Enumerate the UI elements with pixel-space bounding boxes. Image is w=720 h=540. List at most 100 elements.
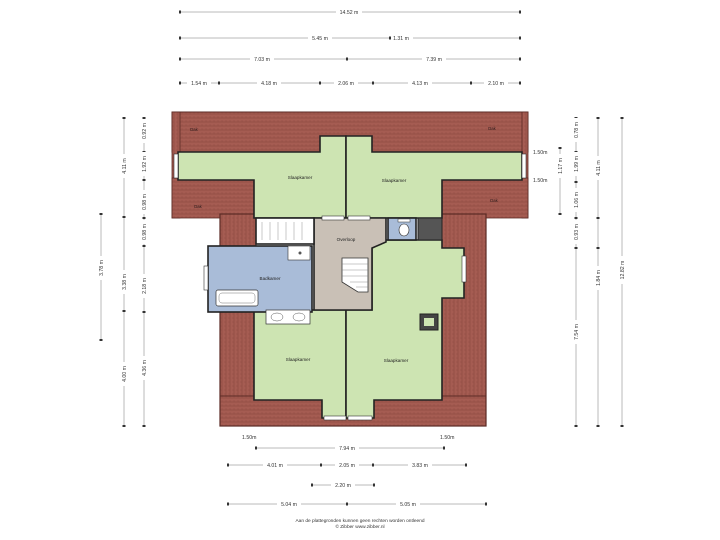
dim-label: 5.04 m bbox=[281, 502, 297, 508]
roof-left-lower bbox=[171, 177, 255, 219]
dim-label: 2.06 m bbox=[338, 81, 354, 87]
dim-label: 7.39 m bbox=[426, 57, 442, 63]
dim-label: 1.50m bbox=[242, 435, 256, 441]
rooms bbox=[177, 135, 523, 419]
toilet-bowl bbox=[398, 223, 410, 237]
dim-tick bbox=[122, 117, 126, 119]
dim-label: 1.84 m bbox=[596, 270, 602, 286]
window bbox=[461, 255, 467, 283]
roof-right-lower bbox=[441, 177, 529, 219]
dim-label: 3.78 m bbox=[99, 260, 105, 276]
dim-tick bbox=[574, 247, 578, 249]
dim-tick bbox=[179, 81, 181, 85]
dimensions-left: 3.78 m 4.11 m 4.00 m 0.92 m 1.92 m 0.98 … bbox=[98, 117, 148, 427]
room-label-bedroom-nw: Slaapkamer bbox=[288, 175, 313, 180]
dim-tick bbox=[519, 10, 521, 14]
room-label-bedroom-ne: Slaapkamer bbox=[382, 178, 407, 183]
dim-tick bbox=[389, 36, 391, 40]
dim-tick bbox=[346, 502, 348, 506]
disclaimer-line-1: Aan de plattegronden kunnen geen rechten… bbox=[295, 519, 425, 524]
dim-tick bbox=[519, 36, 521, 40]
stairwell-upper bbox=[255, 217, 315, 245]
dim-label: 2.10 m bbox=[488, 81, 504, 87]
dim-tick bbox=[122, 310, 126, 312]
dim-tick bbox=[519, 81, 521, 85]
dim-label: 4.36 m bbox=[142, 360, 148, 376]
disclaimer: Aan de plattegronden kunnen geen rechten… bbox=[0, 519, 720, 531]
dim-label: 1.99 m bbox=[574, 156, 580, 172]
dim-tick bbox=[443, 446, 445, 450]
dim-tick bbox=[142, 117, 146, 119]
window bbox=[203, 265, 209, 291]
room-labels: Slaapkamer Slaapkamer Slaapkamer Slaapka… bbox=[190, 126, 498, 363]
dim-tick bbox=[574, 181, 578, 183]
dim-label: 4.18 m bbox=[261, 81, 277, 87]
dim-tick bbox=[574, 217, 578, 219]
dim-label: 4.01 m bbox=[267, 463, 283, 469]
dimensions-bottom: 1.50m 1.50m 7.94 m 4.01 m 2.05 m 3.83 m … bbox=[227, 435, 487, 508]
dim-tick bbox=[558, 213, 562, 215]
toilet-tank bbox=[397, 218, 411, 223]
dim-label: 14.52 m bbox=[340, 10, 359, 16]
dim-label: 2.20 m bbox=[335, 483, 351, 489]
dim-label: 4.11 m bbox=[122, 158, 128, 173]
dim-tick bbox=[142, 179, 146, 181]
dim-label: 1.31 m bbox=[393, 36, 409, 42]
window bbox=[347, 415, 373, 421]
dim-tick bbox=[558, 147, 562, 149]
bathtub bbox=[215, 289, 259, 307]
roof-label-w: Dak bbox=[194, 204, 202, 209]
dim-tick bbox=[311, 483, 313, 487]
dim-label: 7.94 m bbox=[339, 446, 355, 452]
dim-tick bbox=[346, 57, 348, 61]
dim-tick bbox=[99, 339, 103, 341]
dim-tick bbox=[142, 217, 146, 219]
dim-tick bbox=[596, 247, 600, 249]
dim-label: 0.98 m bbox=[142, 194, 148, 210]
dim-tick bbox=[179, 57, 181, 61]
dim-tick bbox=[519, 57, 521, 61]
dim-label: 0.92 m bbox=[142, 123, 148, 139]
dim-tick bbox=[122, 216, 126, 218]
dim-tick bbox=[142, 425, 146, 427]
window bbox=[323, 415, 347, 421]
dim-label: 2.05 m bbox=[339, 463, 355, 469]
dim-tick bbox=[596, 425, 600, 427]
fixtures bbox=[215, 218, 411, 325]
dim-tick bbox=[372, 81, 374, 85]
dim-label: 7.54 m bbox=[574, 324, 580, 340]
dim-label: 0.93 m bbox=[574, 224, 580, 240]
dim-tick bbox=[465, 463, 467, 467]
dim-tick bbox=[227, 502, 229, 506]
dim-tick bbox=[179, 36, 181, 40]
dim-label: 0.98 m bbox=[142, 224, 148, 240]
room-label-bathroom: Badkamer bbox=[260, 276, 281, 281]
roof-label-ne: Dak bbox=[488, 126, 496, 131]
dim-tick bbox=[372, 463, 374, 467]
dim-tick bbox=[596, 117, 600, 119]
dim-tick bbox=[227, 463, 229, 467]
dim-label: 4.11 m bbox=[596, 160, 602, 175]
dim-label: 4.13 m bbox=[412, 81, 428, 87]
dim-tick bbox=[574, 425, 578, 427]
dim-tick bbox=[179, 10, 181, 14]
chimney-inner bbox=[424, 318, 434, 326]
roof-east-wing bbox=[439, 213, 487, 427]
dim-tick bbox=[142, 311, 146, 313]
window bbox=[521, 153, 527, 179]
dim-tick bbox=[319, 81, 321, 85]
room-label-bedroom-se: Slaapkamer bbox=[384, 358, 409, 363]
windows bbox=[173, 153, 527, 421]
sink-right bbox=[292, 312, 306, 322]
bathtub-inner bbox=[218, 292, 256, 304]
dim-label: 0.78 m bbox=[574, 122, 580, 138]
window bbox=[321, 215, 345, 221]
dim-tick bbox=[485, 502, 487, 506]
room-label-landing: Overloop bbox=[337, 237, 356, 242]
roof-label-e: Dak bbox=[490, 198, 498, 203]
dim-tick bbox=[99, 213, 103, 215]
dim-label: 1.54 m bbox=[191, 81, 207, 87]
window bbox=[347, 215, 371, 221]
dimensions-right: 1.50m 1.50m 1.17 m 0.78 m 1.99 m 1.06 m … bbox=[533, 117, 626, 427]
